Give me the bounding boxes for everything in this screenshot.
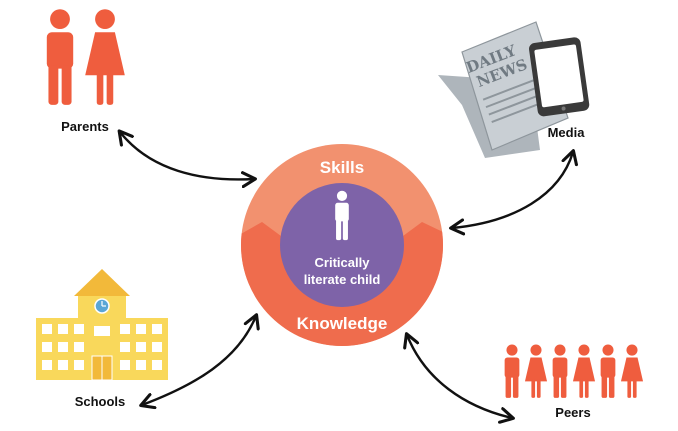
parents-label: Parents (61, 119, 109, 134)
arrow-peers (407, 335, 512, 418)
peer-icon (504, 344, 520, 398)
mother-icon (85, 9, 125, 105)
parents-node: Parents (46, 9, 125, 134)
peers-label: Peers (555, 405, 590, 420)
tablet-icon (529, 37, 590, 117)
peer-icon (524, 344, 548, 398)
core-label-line2: literate child (304, 272, 381, 287)
school-icon (36, 269, 168, 381)
arrows (120, 132, 573, 418)
peer-icon (552, 344, 568, 398)
media-label: Media (548, 125, 586, 140)
arrow-schools (142, 316, 256, 405)
knowledge-label: Knowledge (297, 314, 388, 333)
arrow-media (452, 152, 573, 228)
father-icon (46, 9, 74, 105)
peers-node: Peers (504, 344, 644, 420)
core-label-line1: Critically (315, 255, 371, 270)
peer-icon (572, 344, 596, 398)
core-circle (280, 183, 404, 307)
schools-node: Schools (36, 269, 168, 409)
arrow-parents (120, 132, 254, 179)
peer-icon (620, 344, 644, 398)
peer-icon (600, 344, 616, 398)
skills-label: Skills (320, 158, 364, 177)
media-node: DAILY NEWS Media (438, 21, 590, 158)
newspaper-icon: DAILY NEWS (438, 21, 569, 158)
central-circle: Skills Knowledge Critically literate chi… (241, 144, 443, 346)
schools-label: Schools (75, 394, 126, 409)
